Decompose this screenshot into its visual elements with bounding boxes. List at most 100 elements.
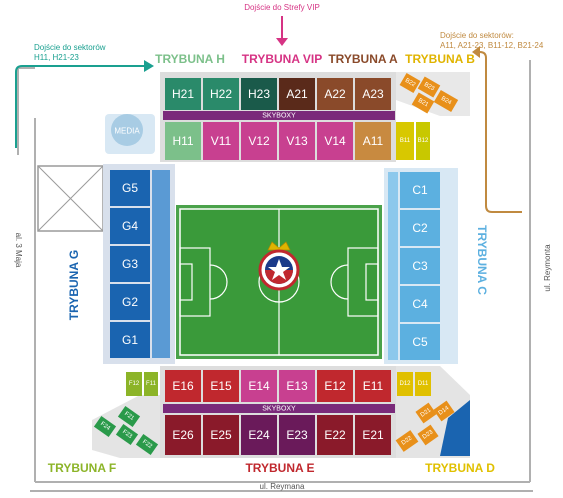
sector-block[interactable] [135, 434, 159, 455]
sector-block[interactable] [144, 372, 158, 396]
sector-c1[interactable]: C1 [400, 172, 440, 208]
sector-h23[interactable]: H23 [241, 78, 277, 110]
sector-block[interactable] [203, 78, 239, 110]
sector-b24[interactable]: B24 [433, 89, 459, 113]
sector-a23[interactable]: A23 [355, 78, 391, 110]
sector-b21[interactable]: B21 [411, 92, 435, 114]
sector-c5[interactable]: C5 [400, 324, 440, 360]
sector-block[interactable] [416, 122, 430, 160]
sector-a21[interactable]: A21 [279, 78, 315, 110]
sector-block[interactable] [110, 170, 150, 206]
sector-block[interactable] [417, 76, 441, 98]
sector-block[interactable] [279, 122, 315, 160]
sector-e13[interactable]: E13 [279, 370, 315, 402]
sector-a22[interactable]: A22 [317, 78, 353, 110]
sector-block[interactable] [317, 370, 353, 402]
sector-block[interactable] [165, 415, 201, 455]
sector-e26[interactable]: E26 [165, 415, 201, 455]
sector-e16[interactable]: E16 [165, 370, 201, 402]
sector-block[interactable] [241, 370, 277, 402]
sector-d14[interactable]: D14 [433, 400, 455, 422]
sector-e11[interactable]: E11 [355, 370, 391, 402]
sector-g2[interactable]: G2 [110, 284, 150, 320]
sector-a11[interactable]: A11 [355, 122, 391, 160]
sector-block[interactable] [126, 372, 142, 396]
sector-block[interactable] [279, 78, 315, 110]
sector-f22[interactable]: F22 [135, 434, 159, 455]
sector-block[interactable] [110, 322, 150, 358]
sector-block[interactable] [355, 122, 391, 160]
sector-c3[interactable]: C3 [400, 248, 440, 284]
sector-block[interactable] [203, 370, 239, 402]
sector-e12[interactable]: E12 [317, 370, 353, 402]
sector-block[interactable] [241, 122, 277, 160]
sector-block[interactable] [433, 400, 455, 422]
sector-c2[interactable]: C2 [400, 210, 440, 246]
sector-h11[interactable]: H11 [165, 122, 201, 160]
sector-e21[interactable]: E21 [355, 415, 391, 455]
sector-block[interactable] [241, 78, 277, 110]
sector-block[interactable] [93, 416, 117, 437]
sector-block[interactable] [115, 424, 139, 445]
sector-block[interactable] [396, 122, 414, 160]
sector-block[interactable] [417, 424, 439, 446]
sector-block[interactable] [400, 286, 440, 322]
sector-h22[interactable]: H22 [203, 78, 239, 110]
sector-e22[interactable]: E22 [317, 415, 353, 455]
sector-d12[interactable]: D12 [397, 372, 413, 396]
sector-block[interactable] [203, 122, 239, 160]
sector-f21[interactable]: F21 [117, 406, 141, 427]
sector-block[interactable] [317, 78, 353, 110]
sector-block[interactable] [400, 248, 440, 284]
sector-d21[interactable]: D21 [415, 402, 437, 424]
sector-e15[interactable]: E15 [203, 370, 239, 402]
sector-f12[interactable]: F12 [126, 372, 142, 396]
sector-b22[interactable]: B22 [399, 72, 421, 94]
sector-d23[interactable]: D23 [417, 424, 439, 446]
sector-block[interactable] [317, 122, 353, 160]
sector-block[interactable] [110, 208, 150, 244]
sector-v12[interactable]: V12 [241, 122, 277, 160]
sector-block[interactable] [415, 402, 437, 424]
sector-block[interactable] [355, 78, 391, 110]
sector-f24[interactable]: F24 [93, 416, 117, 437]
sector-d11[interactable]: D11 [415, 372, 431, 396]
sector-g3[interactable]: G3 [110, 246, 150, 282]
sector-v13[interactable]: V13 [279, 122, 315, 160]
sector-e23[interactable]: E23 [279, 415, 315, 455]
sector-block[interactable] [400, 324, 440, 360]
sector-block[interactable] [110, 284, 150, 320]
sector-e14[interactable]: E14 [241, 370, 277, 402]
sector-v14[interactable]: V14 [317, 122, 353, 160]
sector-h21[interactable]: H21 [165, 78, 201, 110]
sector-block[interactable] [279, 370, 315, 402]
sector-f11[interactable]: F11 [144, 372, 158, 396]
sector-block[interactable] [400, 172, 440, 208]
sector-b11[interactable]: B11 [396, 122, 414, 160]
sector-block[interactable] [165, 370, 201, 402]
sector-block[interactable] [117, 406, 141, 427]
sector-block[interactable] [399, 72, 421, 94]
sector-g4[interactable]: G4 [110, 208, 150, 244]
sector-block[interactable] [415, 372, 431, 396]
sector-block[interactable] [279, 415, 315, 455]
sector-block[interactable] [395, 430, 419, 452]
sector-d22[interactable]: D22 [395, 430, 419, 452]
sector-e25[interactable]: E25 [203, 415, 239, 455]
sector-g5[interactable]: G5 [110, 170, 150, 206]
sector-block[interactable] [397, 372, 413, 396]
sector-c4[interactable]: C4 [400, 286, 440, 322]
sector-block[interactable] [165, 122, 201, 160]
sector-block[interactable] [241, 415, 277, 455]
sector-block[interactable] [433, 89, 459, 113]
sector-block[interactable] [317, 415, 353, 455]
sector-block[interactable] [165, 78, 201, 110]
sector-v11[interactable]: V11 [203, 122, 239, 160]
sector-block[interactable] [411, 92, 435, 114]
sector-b12[interactable]: B12 [416, 122, 430, 160]
sector-block[interactable] [355, 415, 391, 455]
sector-block[interactable] [400, 210, 440, 246]
sector-b23[interactable]: B23 [417, 76, 441, 98]
sector-g1[interactable]: G1 [110, 322, 150, 358]
sector-block[interactable] [355, 370, 391, 402]
